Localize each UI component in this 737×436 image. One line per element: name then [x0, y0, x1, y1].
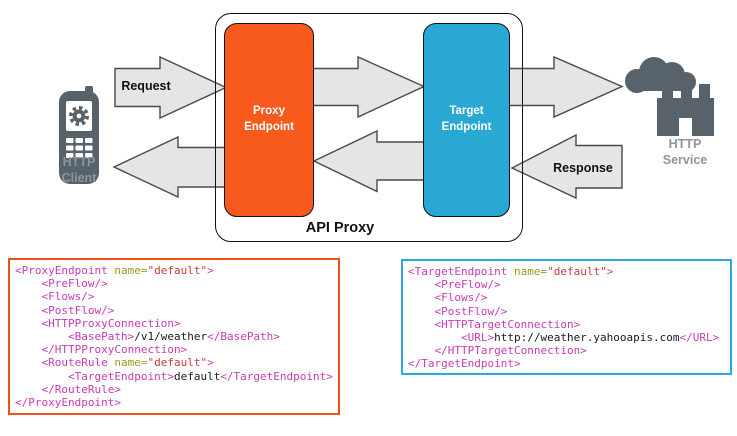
target-endpoint-box: Target Endpoint [423, 23, 510, 217]
code-line: <HTTPTargetConnection> [408, 317, 581, 331]
code-line: <RouteRule name="default"> [15, 356, 214, 370]
code-line: </HTTPTargetConnection> [408, 344, 587, 358]
target-endpoint-label: Target Endpoint [441, 105, 492, 133]
response-label: Response [553, 161, 613, 175]
service-response-arrow [510, 133, 623, 200]
proxy-endpoint-code-block: <ProxyEndpoint name="default"> <PreFlow/… [8, 258, 340, 415]
mobile-client-icon [59, 86, 99, 184]
target-to-service-arrow [508, 55, 624, 119]
code-line: <PostFlow/> [15, 303, 115, 317]
code-line: <Flows/> [15, 290, 95, 304]
code-line: <HTTPProxyConnection> [15, 316, 181, 330]
code-line: <ProxyEndpoint name="default"> [15, 264, 214, 277]
code-line: <BasePath>/v1/weather</BasePath> [15, 330, 280, 344]
code-line: <PreFlow/> [15, 277, 108, 291]
proxy-endpoint-box: Proxy Endpoint [224, 23, 314, 217]
code-line: </HTTPProxyConnection> [15, 343, 188, 357]
api-proxy-container [215, 13, 523, 242]
api-proxy-label: API Proxy [305, 220, 375, 236]
code-line: <PostFlow/> [408, 304, 508, 318]
gear-icon [69, 105, 89, 126]
client-response-arrow [112, 135, 227, 199]
factory-door [679, 118, 692, 136]
code-line: <Flows/> [408, 291, 488, 305]
request-arrow [114, 55, 228, 120]
http-service-icon [625, 57, 714, 136]
request-label: Request [121, 79, 171, 93]
code-line: <URL>http://weather.yahooapis.com</URL> [408, 331, 720, 345]
proxy-to-target-arrow [312, 55, 426, 119]
code-line: </TargetEndpoint> [408, 357, 521, 371]
http-client-label: HTTP Client [61, 155, 97, 185]
code-line: </ProxyEndpoint> [15, 396, 121, 410]
code-line: </RouteRule> [15, 382, 121, 396]
http-service-label: HTTP Service [662, 137, 708, 167]
code-line: <PreFlow/> [408, 278, 501, 292]
phone-keypad [66, 138, 93, 158]
code-line: <TargetEndpoint>default</TargetEndpoint> [15, 369, 333, 383]
code-line: <TargetEndpoint name="default"> [408, 265, 614, 278]
target-endpoint-code-block: <TargetEndpoint name="default"> <PreFlow… [401, 259, 732, 375]
proxy-endpoint-label: Proxy Endpoint [244, 105, 294, 133]
cloud-icon [625, 57, 696, 93]
